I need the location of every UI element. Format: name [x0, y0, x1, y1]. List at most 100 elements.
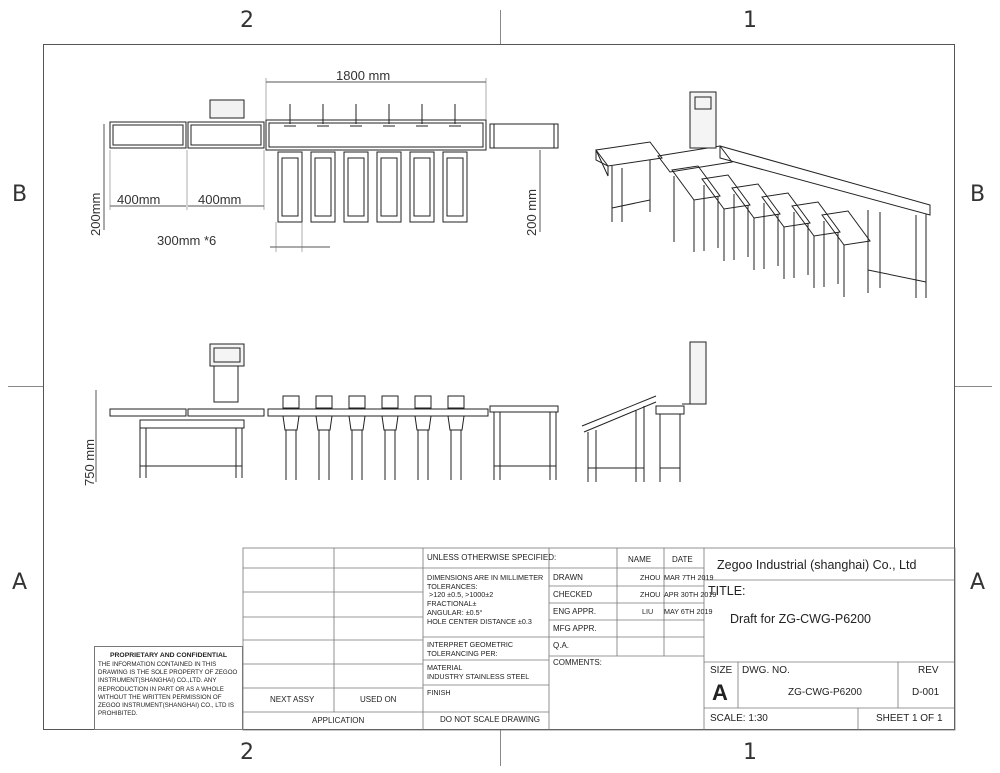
proprietary-body: THE INFORMATION CONTAINED IN THIS DRAWIN… [98, 661, 238, 718]
angular: ANGULAR: ±0.5° [427, 608, 483, 617]
chute-top [343, 151, 369, 223]
iso-chute [701, 174, 751, 210]
side-view [581, 341, 707, 482]
company-name: Zegoo Industrial (shanghai) Co., Ltd [717, 558, 917, 572]
chute-inner [347, 157, 365, 217]
scale-label: SCALE: 1:30 [710, 713, 768, 724]
finish-label: FINISH [427, 688, 451, 697]
dim-height-right: 200 mm [524, 189, 539, 236]
chute-top [409, 151, 435, 223]
hole-center: HOLE CENTER DISTANCE ±0.3 [427, 617, 532, 626]
dim-seg-1: 400mm [117, 192, 160, 207]
zone-label-bottom-2: 2 [240, 740, 254, 765]
zone-label-top-2: 2 [240, 8, 254, 33]
zone-divider-bottom [500, 730, 501, 766]
title-block-grid [242, 547, 956, 731]
tol-values: >120 ±0.5, >1000±2 [429, 590, 494, 599]
row-drawn-label: DRAWN [553, 573, 583, 582]
station-chute [447, 415, 465, 431]
dim-overall-length: 1800 mm [336, 68, 390, 83]
iso-chute [761, 192, 811, 228]
zone-divider-right [955, 386, 992, 387]
station-chute [348, 415, 366, 431]
zone-label-left-a: A [12, 570, 28, 595]
chute-inner [314, 157, 332, 217]
tolerancing: TOLERANCING PER: [427, 649, 498, 658]
row-comments-label: COMMENTS: [553, 658, 602, 667]
row-eng-label: ENG APPR. [553, 607, 597, 616]
zone-label-bottom-1: 1 [743, 740, 757, 765]
chute-inner [281, 157, 299, 217]
chute-top [376, 151, 402, 223]
dims-in-mm: DIMENSIONS ARE IN MILLIMETER [427, 573, 544, 582]
proprietary-notice: PROPRIETARY AND CONFIDENTIAL THE INFORMA… [94, 646, 243, 730]
rev-value: D-001 [912, 687, 940, 698]
next-assy: NEXT ASSY [270, 695, 315, 704]
dim-table-height: 750 mm [82, 439, 97, 486]
zone-label-right-a: A [970, 570, 986, 595]
row-eng-date: MAY 6TH 2019 [664, 607, 713, 616]
zone-label-top-1: 1 [743, 8, 757, 33]
material-value: INDUSTRY STAINLESS STEEL [427, 672, 530, 681]
dwg-no-label: DWG. NO. [742, 665, 790, 676]
material-label: MATERIAL [427, 663, 463, 672]
station-motor [282, 395, 300, 409]
dwg-no-value: ZG-CWG-P6200 [788, 687, 862, 698]
title-label: TITLE: [708, 584, 746, 598]
iso-chute [791, 201, 841, 237]
row-drawn-name: ZHOU [640, 573, 661, 582]
zone-label-right-b: B [970, 182, 986, 207]
dim-pitch: 300mm *6 [157, 233, 216, 248]
dimension-labels: 1800 mm 400mm 400mm 300mm *6 200mm 200 m… [82, 68, 539, 486]
iso-chute [671, 165, 721, 201]
chute-top [277, 151, 303, 223]
application: APPLICATION [312, 716, 365, 725]
station-motor [348, 395, 366, 409]
station-chute [381, 415, 399, 431]
row-drawn-date: MAR 7TH 2019 [664, 573, 714, 582]
station-motor [315, 395, 333, 409]
isometric-view [595, 91, 931, 298]
zone-divider-top [500, 10, 501, 44]
row-eng-name: LIU [642, 607, 654, 616]
size-value: A [712, 680, 728, 705]
row-checked-name: ZHOU [640, 590, 661, 599]
col-date-header: DATE [672, 555, 693, 564]
proprietary-heading: PROPRIETARY AND CONFIDENTIAL [109, 652, 228, 659]
station-motor [447, 395, 465, 409]
size-label: SIZE [710, 665, 733, 676]
do-not-scale: DO NOT SCALE DRAWING [440, 715, 541, 724]
rev-label: REV [918, 665, 939, 676]
sheet-label: SHEET 1 OF 1 [876, 713, 943, 724]
fractional: FRACTIONAL± [427, 599, 477, 608]
station-motor [414, 395, 432, 409]
chute-top [442, 151, 468, 223]
zone-label-left-b: B [12, 182, 28, 207]
row-qa-label: Q.A. [553, 641, 570, 650]
zone-divider-left [8, 386, 43, 387]
chute-inner [446, 157, 464, 217]
dim-seg-2: 400mm [198, 192, 241, 207]
drawing-border [43, 44, 955, 730]
station-chute [282, 415, 300, 431]
row-checked-label: CHECKED [553, 590, 593, 599]
interpret: INTERPRET GEOMETRIC [427, 640, 514, 649]
row-checked-date: APR 30TH 2019 [664, 590, 717, 599]
iso-chute [821, 210, 871, 246]
iso-chute [731, 183, 781, 219]
unless-specified: UNLESS OTHERWISE SPECIFIED: [427, 553, 557, 562]
drawing-title: Draft for ZG-CWG-P6200 [730, 612, 871, 626]
chute-inner [413, 157, 431, 217]
station-chute [315, 415, 333, 431]
chute-inner [380, 157, 398, 217]
chute-top [310, 151, 336, 223]
front-view [95, 343, 559, 482]
used-on: USED ON [360, 695, 397, 704]
top-view [103, 78, 559, 252]
tolerances: TOLERANCES: [427, 582, 478, 591]
col-name-header: NAME [628, 555, 652, 564]
station-chute [414, 415, 432, 431]
row-mfg-label: MFG APPR. [553, 624, 597, 633]
dim-height-left: 200mm [88, 193, 103, 236]
